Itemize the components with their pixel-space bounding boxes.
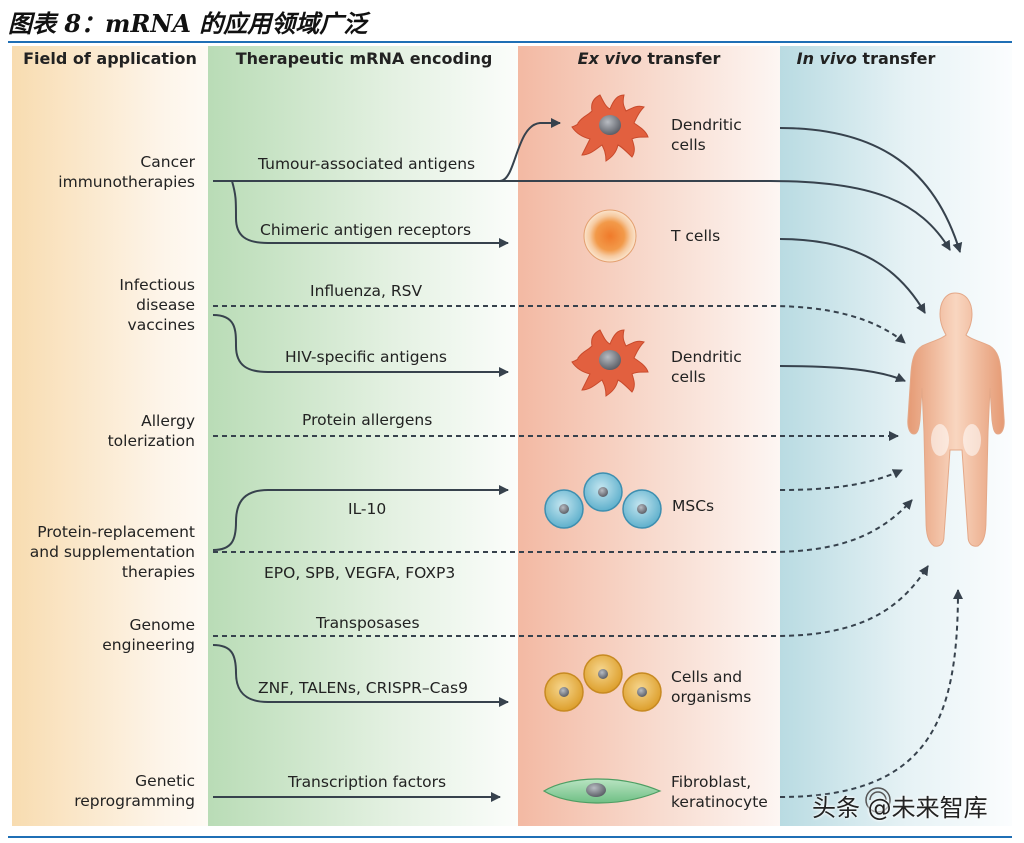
encoding-il10: IL-10 xyxy=(348,500,387,518)
ex-to-in-solid-arrows xyxy=(779,127,963,382)
figure-title-bar: 图表 8：mRNA 的应用领域广泛 xyxy=(0,0,1024,38)
field-line: Cancer xyxy=(140,153,195,171)
cell-line: keratinocyte xyxy=(671,793,768,811)
cell-label-dendritic-cells: Dendritic cells xyxy=(671,347,742,387)
arrow-hiv-to-dendritic xyxy=(212,314,509,377)
header-in-vivo-italic: In vivo xyxy=(796,49,857,68)
header-ex-vivo-rest: transfer xyxy=(641,49,721,68)
arrow-il10-to-mscs xyxy=(212,485,509,551)
field-infectious-disease-vaccines: Infectious disease vaccines xyxy=(119,275,195,335)
field-line: Allergy xyxy=(141,412,195,430)
encoding-hiv-antigens: HIV-specific antigens xyxy=(285,348,447,366)
solid-arrows xyxy=(212,118,951,802)
cell-line: organisms xyxy=(671,688,752,706)
header-ex-vivo-italic: Ex vivo xyxy=(577,49,642,68)
field-line: disease xyxy=(136,296,195,314)
dashed-fibroblast-to-body xyxy=(779,589,963,798)
t-cell-icon xyxy=(583,209,637,263)
header-in-vivo-rest: transfer xyxy=(856,49,936,68)
arrow-cancer-to-in-vivo xyxy=(213,180,951,251)
engineered-cells-icon xyxy=(544,654,662,712)
field-line: Genome xyxy=(129,616,196,634)
header-field-of-application: Field of application xyxy=(23,49,197,68)
field-genetic-reprogramming: Genetic reprogramming xyxy=(74,771,195,811)
bottom-rule xyxy=(8,836,1012,838)
cell-label-t-cells: T cells xyxy=(671,227,721,245)
dendritic-cell-icon xyxy=(571,329,649,397)
encoding-transposases: Transposases xyxy=(316,614,420,632)
field-protein-replacement: Protein-replacement and supplementation … xyxy=(30,522,195,582)
watermark-text: 头条 @未来智库 xyxy=(812,794,988,822)
field-line: therapies xyxy=(121,563,195,581)
cell-line: Dendritic xyxy=(671,348,742,366)
arrow-tumour-to-dendritic xyxy=(499,118,561,182)
field-allergy-tolerization: Allergy tolerization xyxy=(108,411,195,451)
cell-label-fibroblast-keratinocyte: Fibroblast, keratinocyte xyxy=(671,772,768,812)
field-line: reprogramming xyxy=(74,792,195,810)
dashed-mscs-to-body xyxy=(779,469,903,491)
figure-title: 图表 8：mRNA 的应用领域广泛 xyxy=(8,9,368,38)
header-in-vivo-transfer: In vivo transfer xyxy=(780,49,952,71)
field-cancer-immunotherapies: Cancer immunotherapies xyxy=(58,152,195,192)
cell-line: Dendritic xyxy=(671,116,742,134)
field-line: Infectious xyxy=(119,276,195,294)
dashed-transposases-to-body xyxy=(213,565,929,637)
arrow-car-to-tcells xyxy=(231,180,509,248)
dashed-arrows xyxy=(213,305,963,798)
cell-line: cells xyxy=(671,136,706,154)
cell-line: Fibroblast, xyxy=(671,773,752,791)
header-ex-vivo-transfer: Ex vivo transfer xyxy=(518,49,780,71)
encoding-influenza-rsv: Influenza, RSV xyxy=(310,282,423,300)
arrow-dendritic2-to-body xyxy=(779,365,906,382)
field-line: engineering xyxy=(102,636,195,654)
title-rule xyxy=(8,41,1012,43)
encoding-protein-allergens: Protein allergens xyxy=(302,411,433,429)
field-of-application-band xyxy=(12,46,208,826)
header-mrna-encoding: Therapeutic mRNA encoding xyxy=(235,49,493,68)
arrow-znf-to-cells xyxy=(212,644,509,707)
encoding-epo-spb-vegfa-foxp3: EPO, SPB, VEGFA, FOXP3 xyxy=(264,564,456,582)
cell-label-mscs: MSCs xyxy=(672,497,715,515)
field-line: Protein-replacement xyxy=(37,523,195,541)
encoding-znf-talens-crispr: ZNF, TALENs, CRISPR–Cas9 xyxy=(258,679,468,697)
field-line: Genetic xyxy=(135,772,195,790)
field-genome-engineering: Genome engineering xyxy=(102,615,195,655)
field-line: immunotherapies xyxy=(58,173,195,191)
cell-label-cells-and-organisms: Cells and organisms xyxy=(671,667,751,707)
msc-cells-icon xyxy=(544,472,662,529)
cell-label-dendritic-cells: Dendritic cells xyxy=(671,115,742,155)
cell-line: Cells and xyxy=(671,668,743,686)
dashed-influenza-to-body xyxy=(213,305,906,344)
arrow-tcells-to-body xyxy=(779,238,926,314)
encoding-transcription-factors: Transcription factors xyxy=(288,773,447,791)
watermark-logo-icon xyxy=(865,787,891,813)
arrow-dendritic1-to-body xyxy=(779,127,963,253)
fibroblast-icon xyxy=(542,778,662,804)
field-line: tolerization xyxy=(107,432,195,450)
field-line: vaccines xyxy=(127,316,195,334)
encoding-chimeric-antigen-receptors: Chimeric antigen receptors xyxy=(260,221,472,239)
field-line: and supplementation xyxy=(29,543,195,561)
cell-line: cells xyxy=(671,368,706,386)
encoding-tumour-antigens: Tumour-associated antigens xyxy=(258,155,476,173)
dashed-protein-to-body xyxy=(213,499,913,553)
human-body-icon xyxy=(907,292,1005,547)
dendritic-cell-icon xyxy=(571,94,649,162)
